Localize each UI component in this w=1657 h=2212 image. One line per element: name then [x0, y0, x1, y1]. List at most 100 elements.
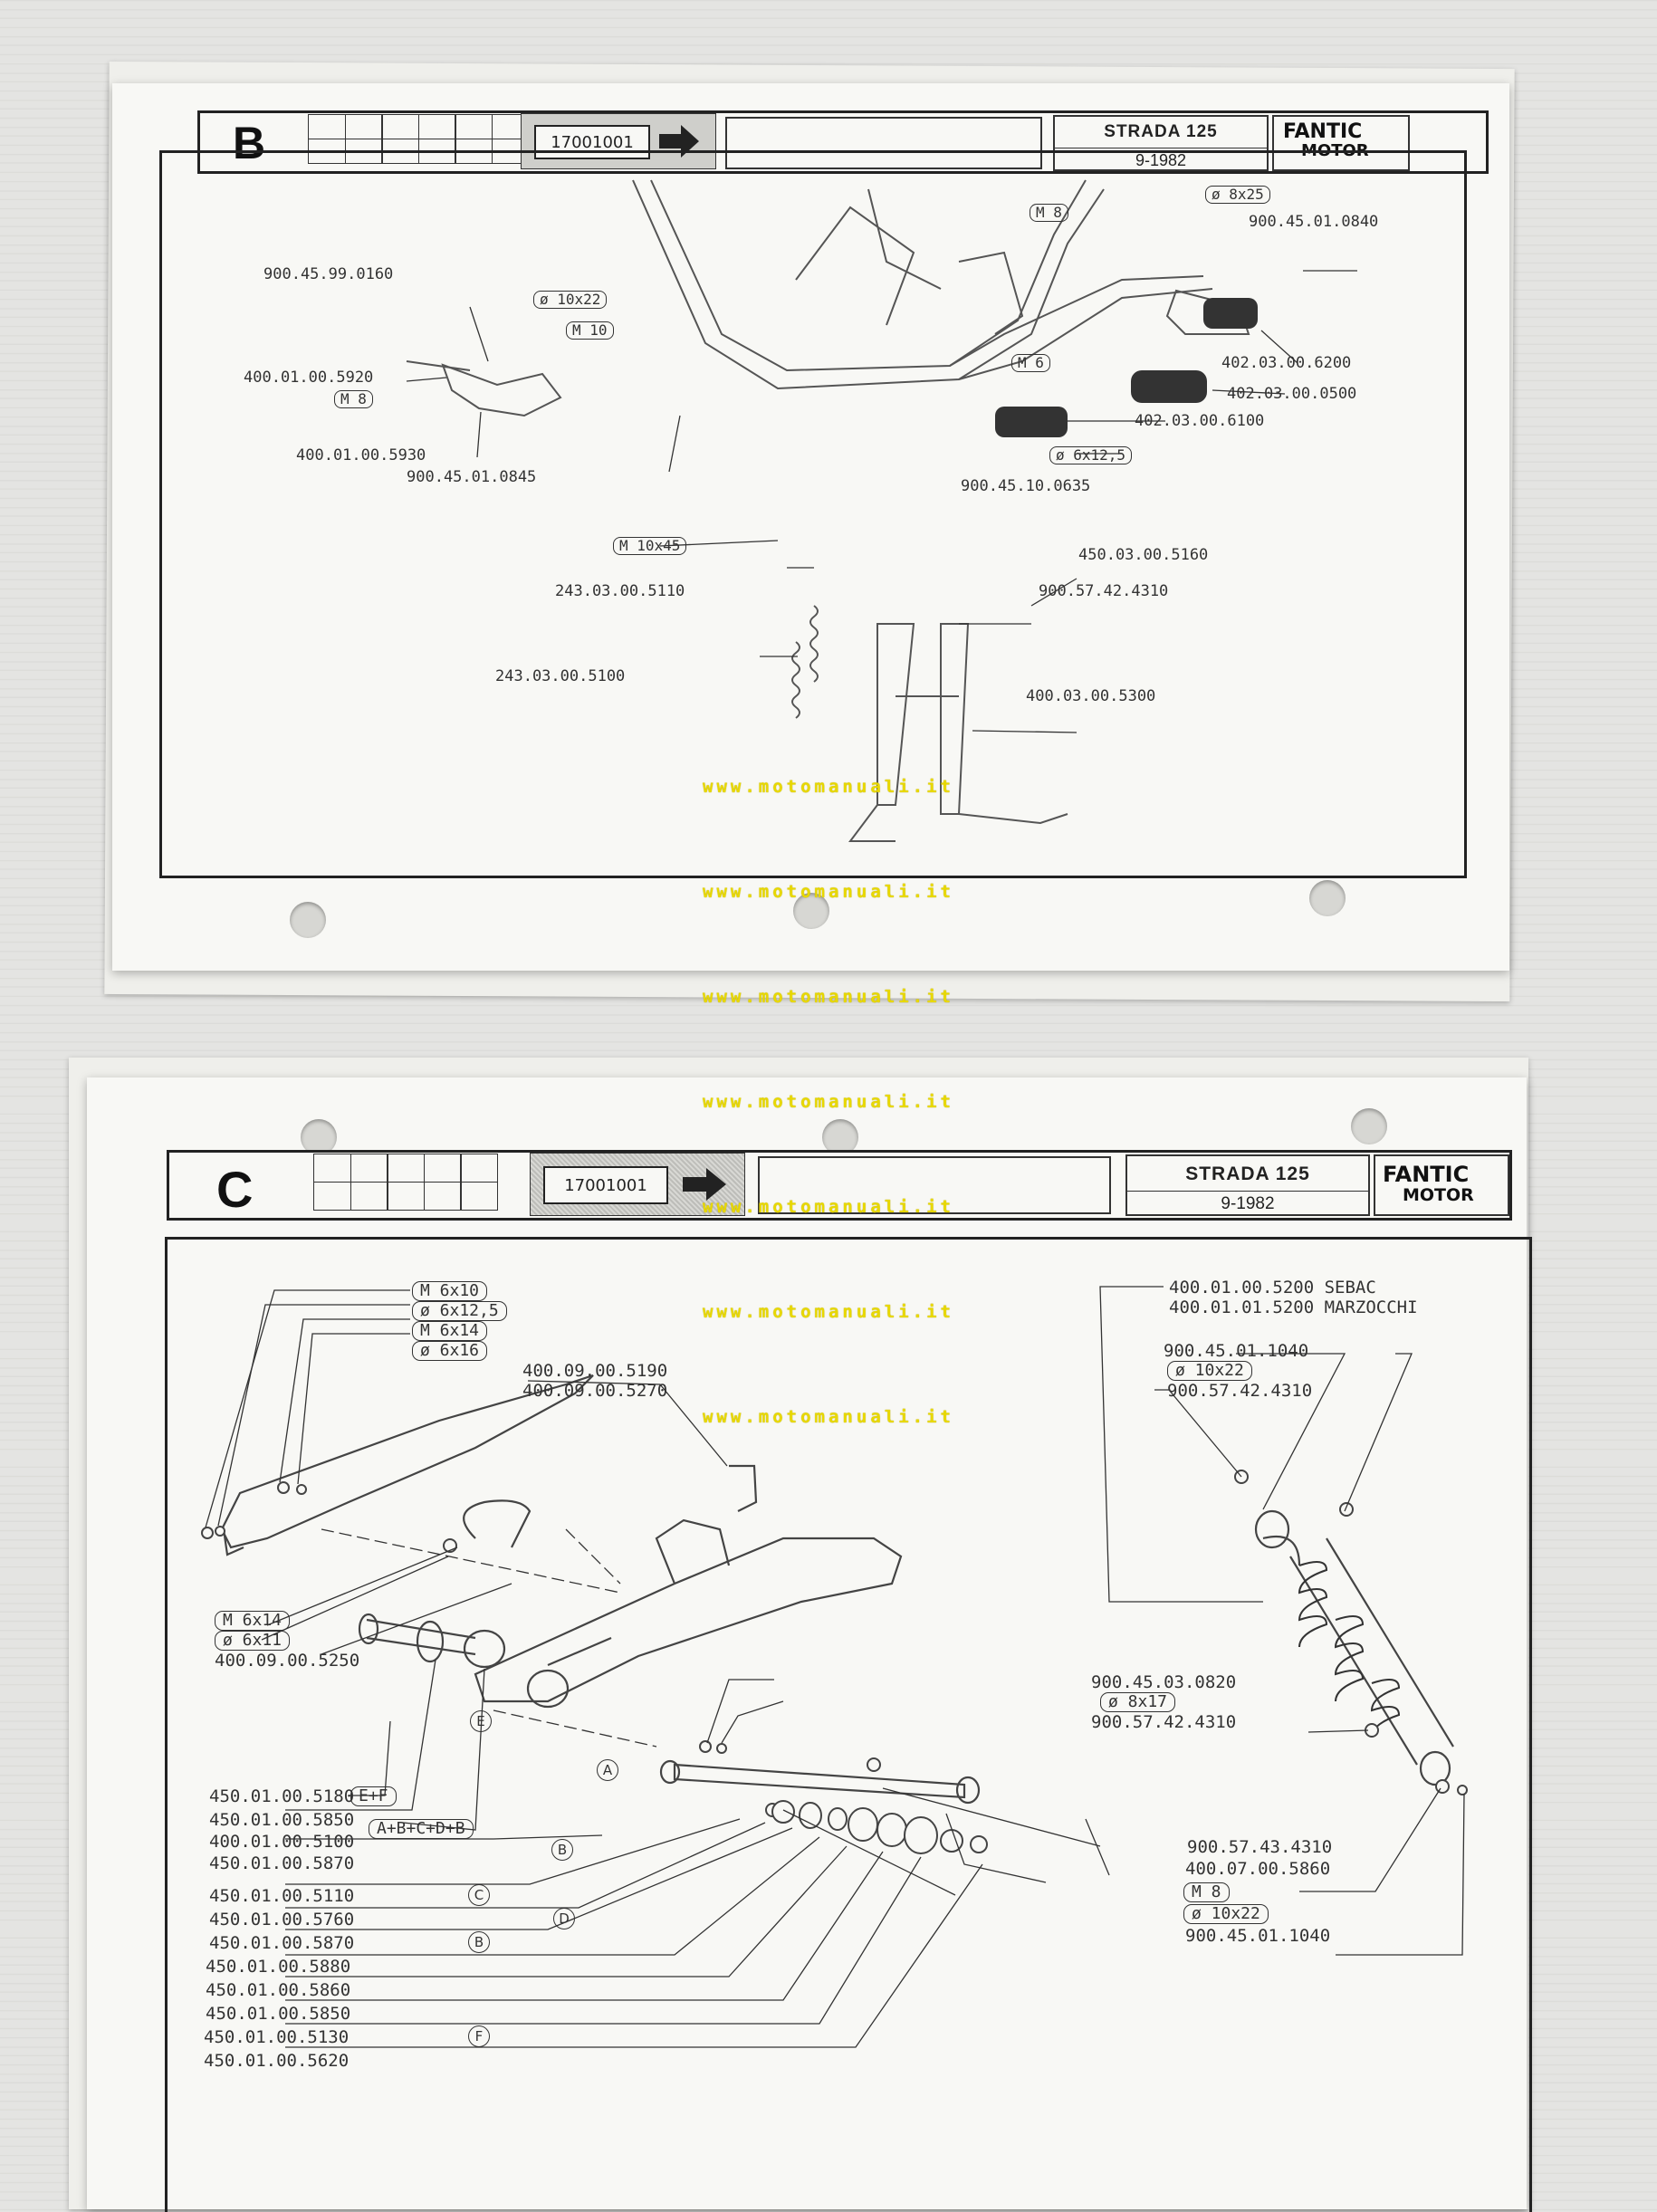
sheet-letter: B	[233, 118, 266, 168]
part-code: 17001001	[543, 1166, 668, 1204]
exploded-diagram-c	[201, 1286, 1468, 2048]
part-label: 243.03.00.5110	[555, 582, 685, 600]
exploded-diagram-b	[406, 179, 1357, 842]
assembly-marker: D	[553, 1908, 575, 1930]
model-date: 9-1982	[1221, 1194, 1275, 1213]
part-label: 402.03.00.0500	[1227, 385, 1357, 403]
code-block: 17001001	[521, 113, 716, 169]
part-label: 900.57.42.4310	[1039, 582, 1169, 600]
part-tag: A+B+C+D+B	[369, 1819, 474, 1839]
part-label: 900.45.01.0840	[1249, 213, 1379, 231]
part-tag: ø 6x12,5	[412, 1301, 507, 1321]
sheet-b: B 17001001 STRADA 125 9-1982 FANTIC MOTO…	[112, 83, 1509, 971]
brand-logo: FANTIC MOTOR	[1272, 115, 1410, 171]
model-box: STRADA 125 9-1982	[1053, 115, 1269, 171]
part-label: 450.01.00.5620	[204, 2051, 350, 2071]
brand-name-line1: FANTIC	[1383, 1162, 1470, 1187]
model-box: STRADA 125 9-1982	[1125, 1154, 1370, 1216]
binder-hole	[301, 1119, 337, 1155]
assembly-marker: B	[551, 1839, 573, 1861]
part-tag: ø 10x22	[533, 291, 608, 309]
binder-hole	[793, 893, 829, 929]
binder-hole	[290, 902, 326, 938]
part-tag: M 10	[566, 321, 614, 340]
assembly-marker: B	[468, 1931, 490, 1953]
part-code: 17001001	[534, 125, 650, 159]
part-tag: M 10x45	[613, 537, 687, 555]
part-tag: ø 6x16	[412, 1341, 488, 1361]
brand-name-line2: MOTOR	[1403, 1185, 1474, 1205]
part-label: 900.45.10.0635	[961, 477, 1091, 495]
part-label: 450.01.00.5110	[209, 1886, 355, 1906]
part-tag: M 8	[334, 390, 373, 408]
part-label: 450.01.00.5180	[209, 1786, 355, 1806]
binder-hole	[822, 1119, 858, 1155]
arrow-right-icon	[683, 1168, 726, 1201]
part-tag: M 8	[1030, 204, 1068, 222]
watermark: www.motomanuali.it	[703, 1407, 954, 1427]
part-tag: E+F	[350, 1786, 397, 1806]
part-label: 450.03.00.5160	[1078, 546, 1209, 564]
sheet-letter: C	[216, 1161, 254, 1218]
part-label: 400.01.00.5200 SEBAC	[1169, 1278, 1376, 1298]
part-tag: ø 8x17	[1100, 1692, 1176, 1712]
part-label: 450.01.00.5850	[206, 2004, 351, 2024]
part-tag: M 6x14	[215, 1611, 291, 1631]
part-label: 900.57.43.4310	[1187, 1837, 1333, 1857]
sheet-c-drawing-frame: M 6x10 ø 6x12,5 M 6x14 ø 6x16 400.09.00.…	[165, 1237, 1532, 2212]
part-label: 450.01.00.5760	[209, 1910, 355, 1930]
part-label: 450.01.00.5130	[204, 2027, 350, 2047]
part-label: 900.45.99.0160	[263, 265, 394, 283]
part-label: 900.57.42.4310	[1167, 1381, 1313, 1401]
watermark: www.motomanuali.it	[703, 882, 954, 902]
part-tag: ø 10x22	[1183, 1904, 1269, 1924]
arrow-right-icon	[659, 125, 699, 158]
part-label: 400.01.00.5100	[209, 1832, 355, 1852]
part-label: 450.01.00.5860	[206, 1980, 351, 2000]
part-label: 900.45.01.1040	[1164, 1341, 1309, 1361]
part-tag: M 6x14	[412, 1321, 488, 1341]
part-label: 402.03.00.6200	[1221, 354, 1352, 372]
part-label: 400.03.00.5300	[1026, 687, 1156, 705]
assembly-marker: E	[470, 1710, 492, 1732]
part-label: 400.01.00.5930	[296, 446, 426, 464]
brand-name-line1: FANTIC	[1283, 120, 1363, 143]
code-block: 17001001	[530, 1153, 745, 1216]
part-label: 400.09.00.5250	[215, 1651, 360, 1671]
part-label: 400.01.00.5920	[244, 369, 374, 387]
assembly-marker: C	[468, 1884, 490, 1906]
sheet-c-header: C 17001001 STRADA 125 9-1982 FANTIC MOTO…	[167, 1150, 1512, 1221]
part-label: 450.01.00.5870	[209, 1933, 355, 1953]
part-label: 450.01.00.5850	[209, 1810, 355, 1830]
part-label: 900.45.01.0845	[407, 468, 537, 486]
watermark: www.motomanuali.it	[703, 777, 954, 797]
watermark: www.motomanuali.it	[703, 1197, 954, 1217]
binder-hole	[1351, 1108, 1387, 1144]
part-tag: ø 6x12,5	[1049, 446, 1133, 464]
binder-hole	[1309, 880, 1346, 916]
part-label: 450.01.00.5880	[206, 1957, 351, 1977]
model-date: 9-1982	[1135, 151, 1187, 169]
assembly-marker: A	[597, 1759, 618, 1781]
watermark: www.motomanuali.it	[703, 1302, 954, 1322]
part-label: 400.01.01.5200 MARZOCCHI	[1169, 1298, 1418, 1317]
part-label: 400.09.00.5190	[522, 1361, 668, 1381]
part-label: 402.03.00.6100	[1135, 412, 1265, 430]
part-label: 900.45.03.0820	[1091, 1672, 1237, 1692]
description-box	[725, 117, 1042, 169]
part-label: 450.01.00.5870	[209, 1853, 355, 1873]
part-tag: M 6x10	[412, 1281, 488, 1301]
part-tag: ø 6x11	[215, 1631, 291, 1651]
revision-grid	[313, 1154, 499, 1211]
brand-logo: FANTIC MOTOR	[1374, 1154, 1509, 1216]
part-tag: ø 10x22	[1167, 1361, 1252, 1381]
sheet-b-drawing-frame: 900.45.99.0160 ø 10x22 M 10 400.01.00.59…	[159, 150, 1467, 878]
description-box	[758, 1156, 1111, 1214]
part-tag: M 8	[1183, 1882, 1230, 1902]
part-label: 400.07.00.5860	[1185, 1859, 1331, 1879]
model-name: STRADA 125	[1104, 122, 1218, 141]
part-tag: ø 8x25	[1205, 186, 1270, 204]
part-tag: M 6	[1011, 354, 1050, 372]
part-label: 900.45.01.1040	[1185, 1926, 1331, 1946]
sheet-b-header: B 17001001 STRADA 125 9-1982 FANTIC MOTO…	[197, 110, 1489, 174]
